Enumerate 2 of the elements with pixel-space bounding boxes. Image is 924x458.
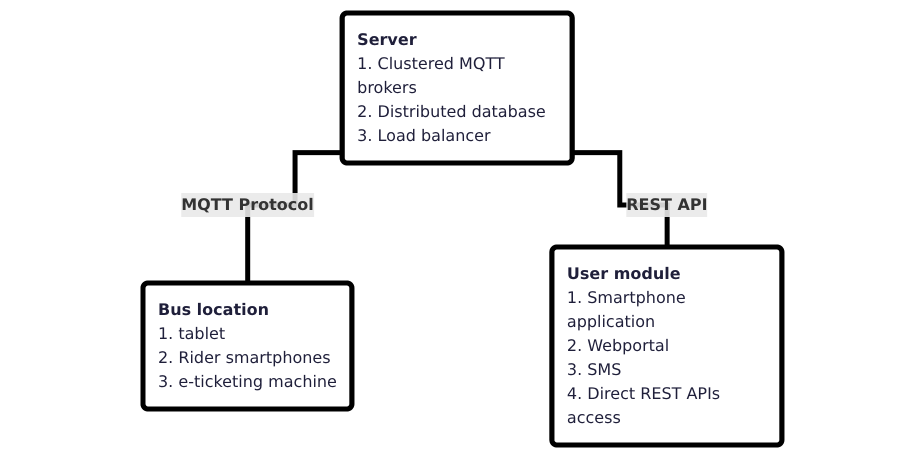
edge-label: MQTT Protocol — [180, 195, 314, 214]
edge-label: REST API — [626, 195, 708, 214]
